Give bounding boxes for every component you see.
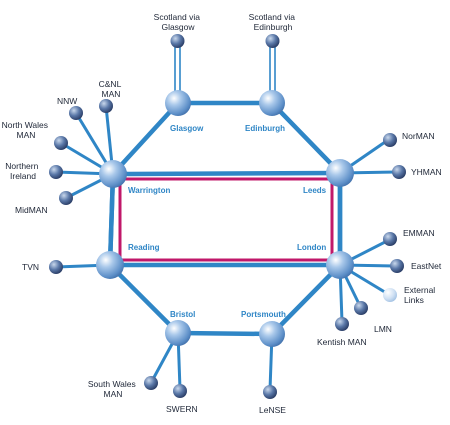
- label-warrington: Warrington: [128, 186, 170, 195]
- node-kentish-man: [335, 317, 349, 331]
- node-scotland-edinburgh: [265, 34, 280, 48]
- label-bristol: Bristol: [170, 310, 195, 319]
- node-london: [326, 251, 354, 279]
- label-scotland-edinburgh: Scotland via Edinburgh: [249, 12, 298, 32]
- node-portsmouth: [259, 321, 285, 347]
- label-cnl-man: C&NL MAN: [99, 79, 124, 99]
- node-swern: [173, 384, 187, 398]
- backbone-link: [107, 173, 116, 266]
- label-midman: MidMAN: [15, 205, 48, 215]
- label-emman: EMMAN: [403, 228, 435, 238]
- label-swern: SWERN: [166, 404, 198, 414]
- backbone-link: [112, 170, 341, 177]
- node-yhman: [392, 165, 406, 179]
- label-lense: LeNSE: [259, 405, 286, 415]
- label-northern-ireland: Northern Ireland: [5, 161, 40, 181]
- node-bristol: [165, 320, 191, 346]
- node-north-wales-man: [54, 136, 68, 150]
- label-lmn: LMN: [374, 324, 392, 334]
- node-external-links: [383, 288, 397, 302]
- trunk-rectangle: [118, 177, 334, 262]
- label-norman: NorMAN: [402, 131, 435, 141]
- node-emman: [383, 232, 397, 246]
- label-portsmouth: Portsmouth: [241, 310, 286, 319]
- node-cnl-man: [99, 99, 113, 113]
- node-leeds: [326, 159, 354, 187]
- label-yhman: YHMAN: [411, 167, 442, 177]
- label-tvn: TVN: [22, 262, 39, 272]
- label-north-wales-man: North Wales MAN: [2, 120, 51, 140]
- label-nnw: NNW: [57, 96, 77, 106]
- label-glasgow: Glasgow: [170, 124, 204, 133]
- label-scotland-glasgow: Scotland via Glasgow: [154, 12, 203, 32]
- backbone-ring: [107, 100, 343, 337]
- node-glasgow: [165, 90, 191, 116]
- node-south-wales-man: [144, 376, 158, 390]
- node-edinburgh: [259, 90, 285, 116]
- node-scotland-glasgow: [170, 34, 185, 48]
- label-eastnet: EastNet: [411, 261, 442, 271]
- node-midman: [59, 191, 73, 205]
- label-london: London: [297, 243, 326, 252]
- node-reading: [96, 251, 124, 279]
- node-warrington: [99, 160, 127, 188]
- node-norman: [383, 133, 397, 147]
- label-edinburgh: Edinburgh: [245, 124, 285, 133]
- core-labels: Glasgow Edinburgh Warrington Leeds Readi…: [128, 124, 327, 319]
- label-external-links: External Links: [404, 285, 438, 305]
- label-kentish-man: Kentish MAN: [317, 337, 367, 347]
- external-labels: Scotland via Glasgow Scotland via Edinbu…: [2, 12, 442, 415]
- node-lmn: [354, 301, 368, 315]
- node-northern-ireland: [49, 165, 63, 179]
- label-south-wales-man: South Wales MAN: [88, 379, 138, 399]
- core-nodes: [96, 90, 354, 347]
- scotland-links: [174, 46, 276, 102]
- label-leeds: Leeds: [303, 186, 327, 195]
- node-eastnet: [390, 259, 404, 273]
- label-reading: Reading: [128, 243, 160, 252]
- node-lense: [263, 385, 277, 399]
- node-tvn: [49, 260, 63, 274]
- external-nodes: [49, 34, 406, 399]
- node-nnw: [69, 106, 83, 120]
- spoke-links: [54, 104, 399, 392]
